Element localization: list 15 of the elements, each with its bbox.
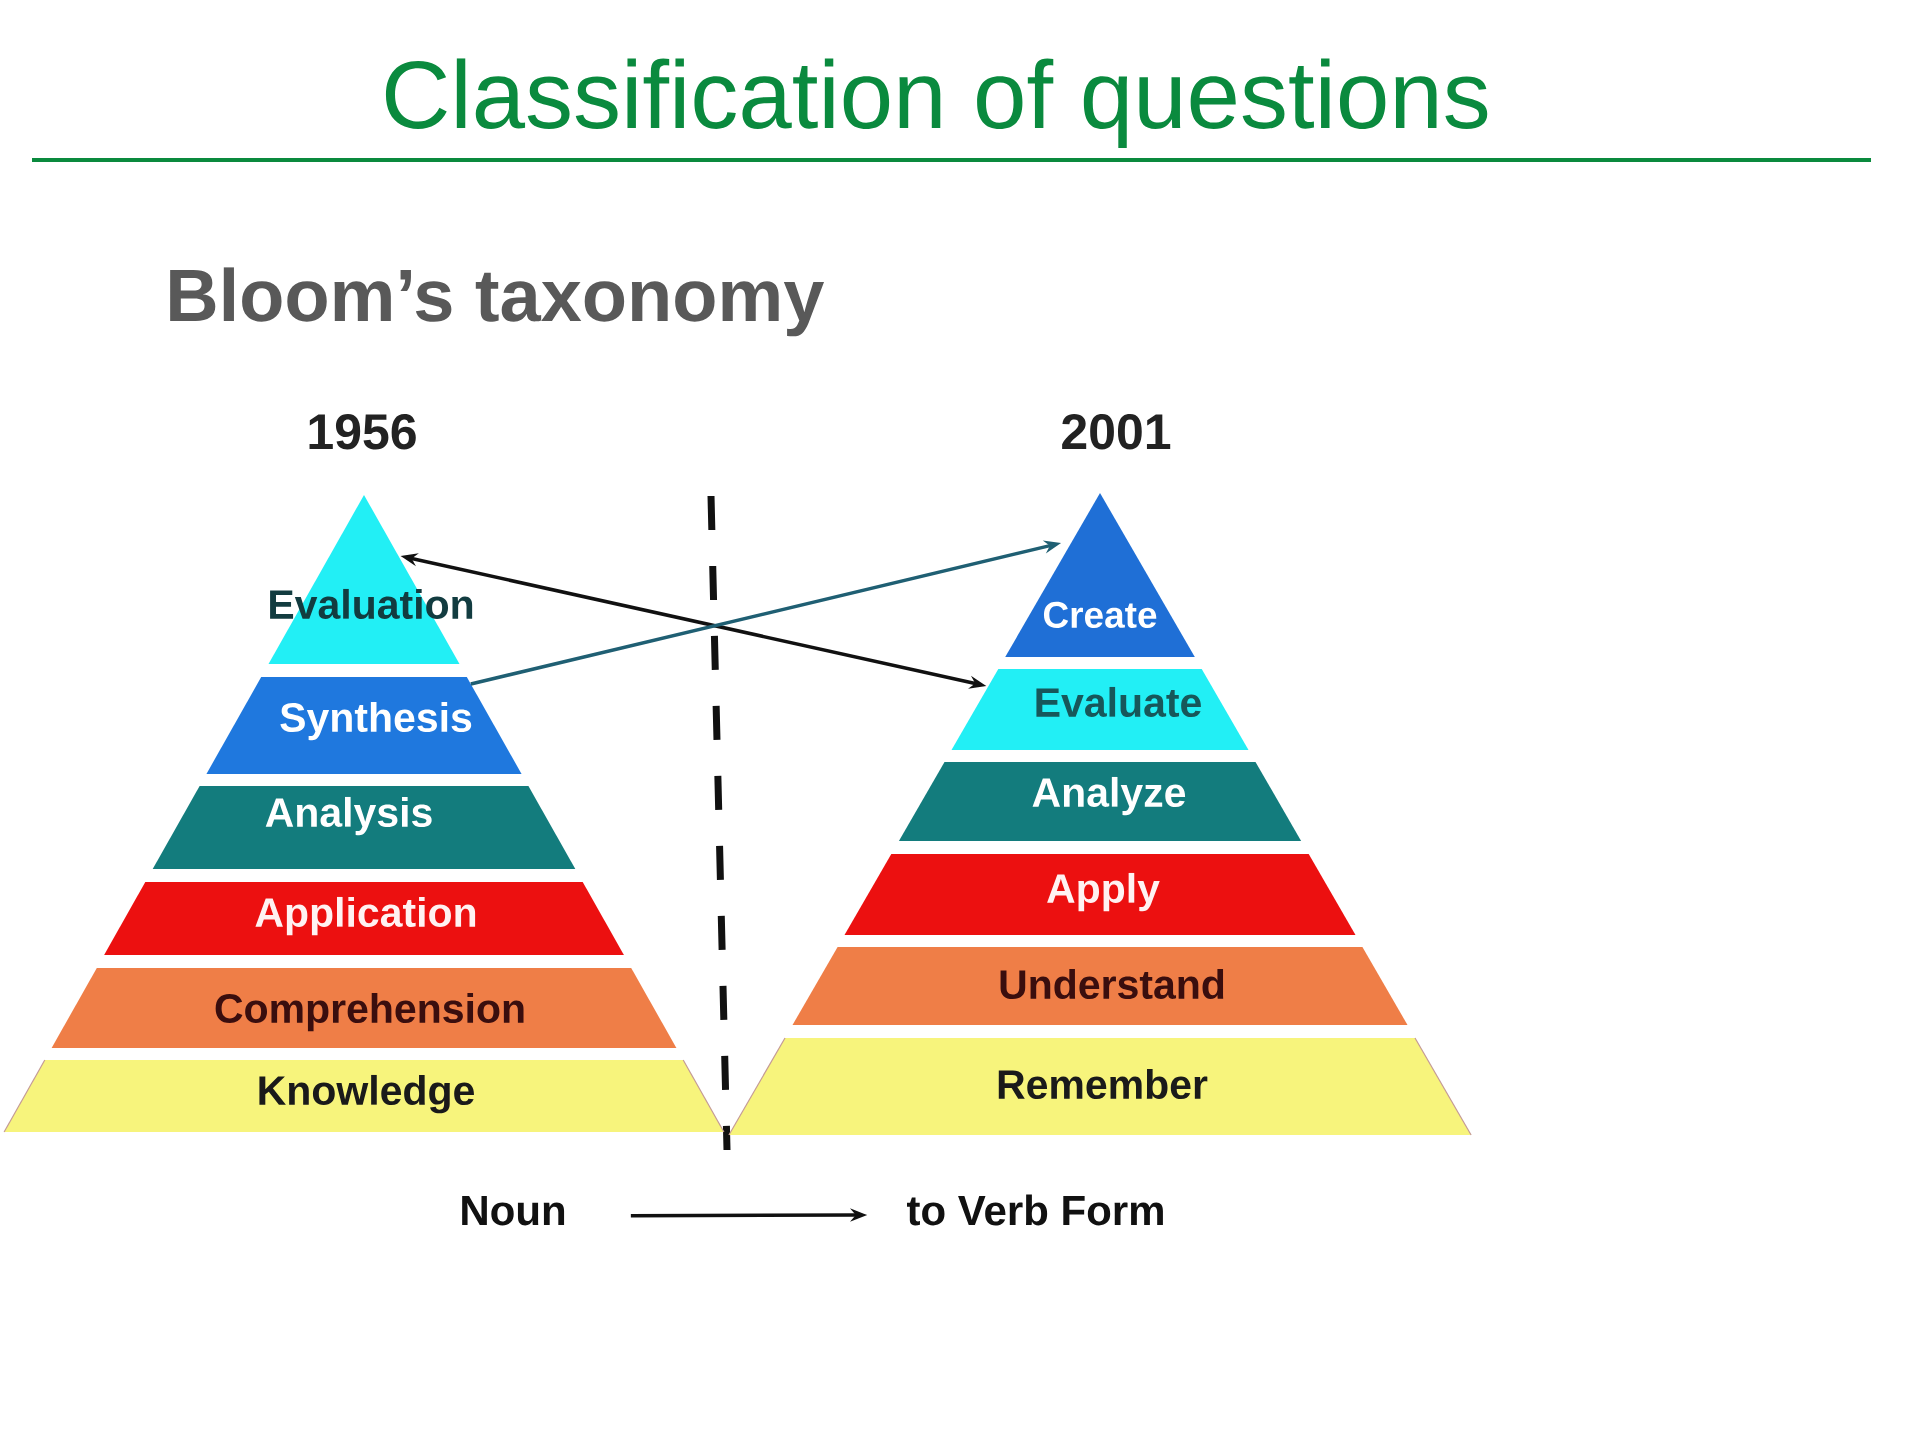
title: Classification of questions xyxy=(385,58,1488,148)
pyramid-level: Analysis xyxy=(152,786,576,869)
pyramid-level: Comprehension xyxy=(51,968,677,1048)
subtitle: Bloom’s taxonomy xyxy=(170,267,824,337)
pyramid-level: Understand xyxy=(792,947,1408,1025)
pyramid-level: Remember xyxy=(728,1037,1472,1136)
pyramid-level: Knowledge xyxy=(3,1059,725,1133)
pyramid-level: Evaluate xyxy=(951,669,1249,750)
form-label: Noun xyxy=(462,1196,565,1226)
pyramid-level: Synthesis xyxy=(206,677,522,774)
pyramid-level: Apply xyxy=(844,854,1356,935)
pyramid-level: Create xyxy=(1005,493,1195,657)
pyramid-level: Application xyxy=(104,882,624,955)
form-label: to Verb Form xyxy=(907,1194,1163,1226)
pyramid-level: Analyze xyxy=(898,762,1302,841)
